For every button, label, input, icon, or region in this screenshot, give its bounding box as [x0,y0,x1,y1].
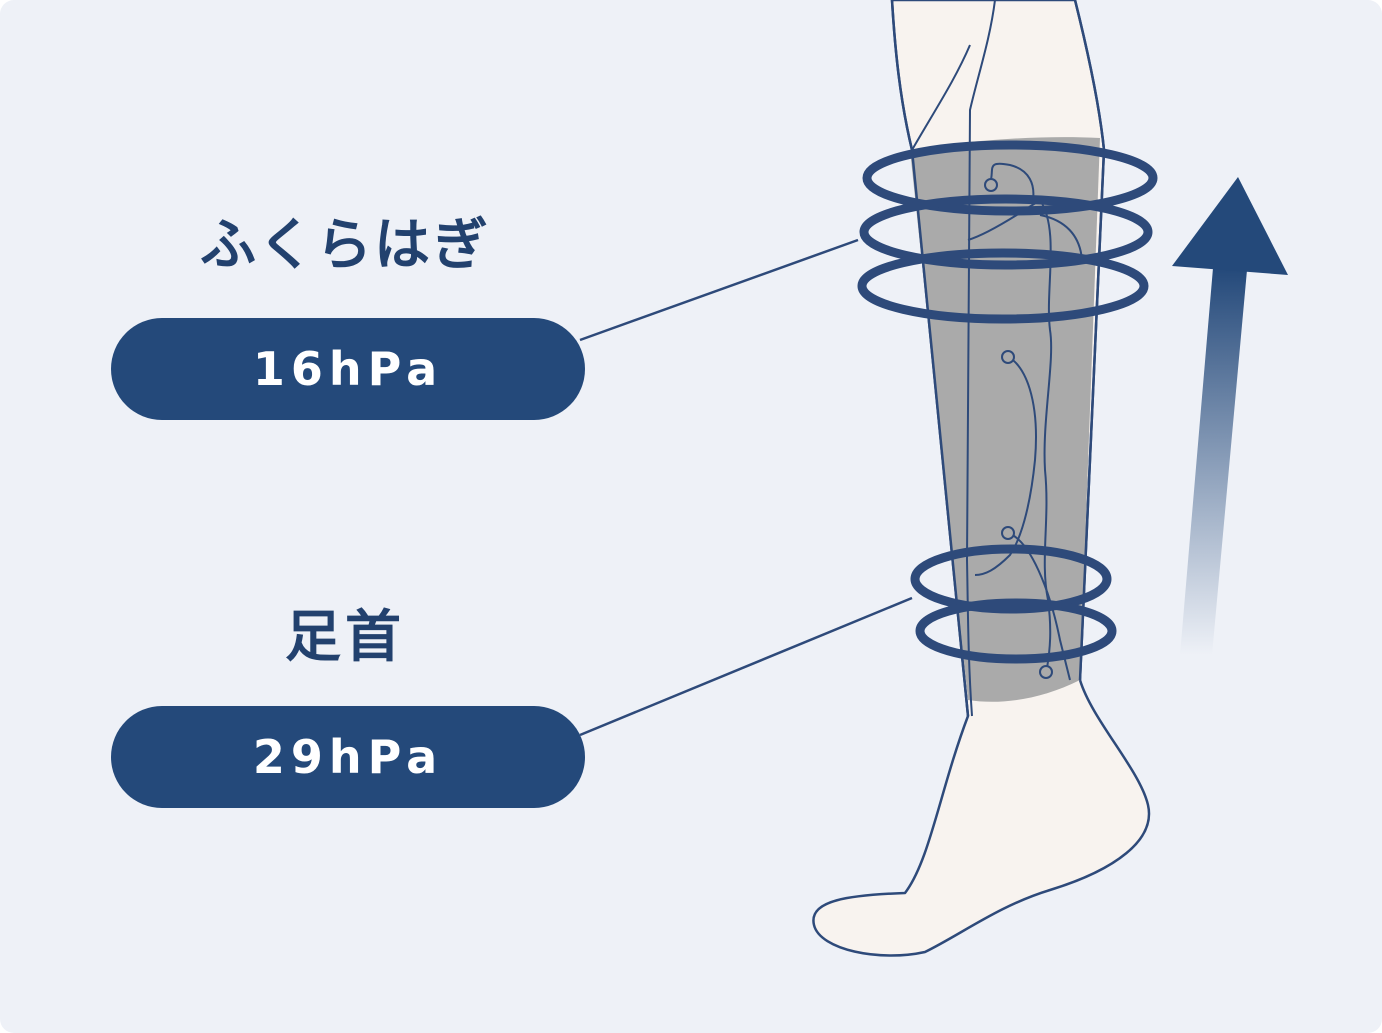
compression-sock [910,137,1100,702]
shin-line [965,0,996,717]
leg-outline-front [890,0,970,717]
calf-rings [857,140,1158,324]
vein-nodes [984,178,1053,679]
arrow-up-icon [1172,177,1288,655]
ankle-pressure-badge: 29hPa [111,706,585,808]
thigh-curve [911,44,971,151]
calf-label: ふくらはぎ [200,213,490,278]
calf-pressure-badge: 16hPa [111,318,585,420]
ankle-rings [910,544,1117,664]
calf-leader-line [579,238,859,342]
ankle-label: 足首 [285,605,405,670]
ankle-leader-line [579,596,913,737]
leg-outline-back [1073,0,1106,681]
